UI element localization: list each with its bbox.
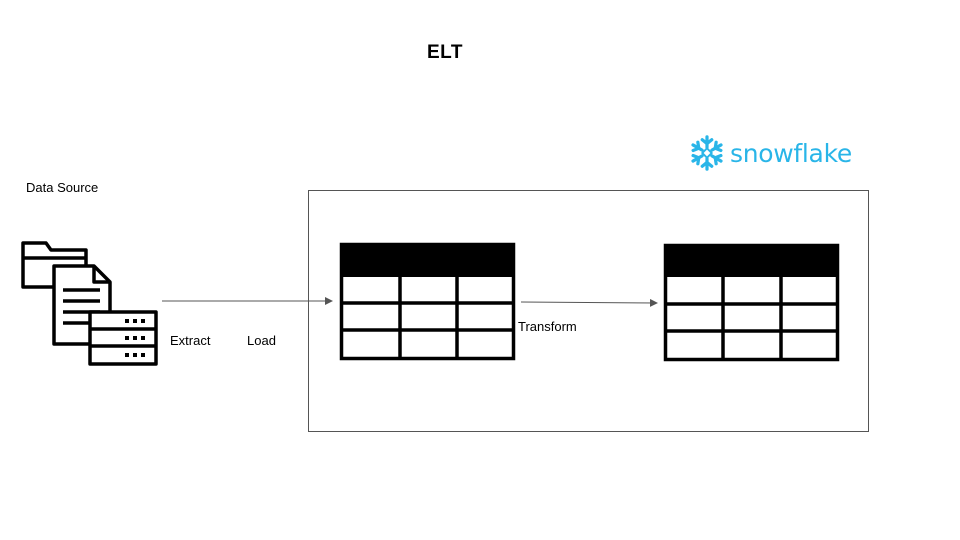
- extract-label: Extract: [170, 333, 211, 348]
- snowflake-icon: [689, 135, 725, 171]
- load-label: Load: [247, 333, 276, 348]
- transform-arrow: [520, 298, 658, 307]
- staging-table-icon: [339, 242, 516, 361]
- data-source-label: Data Source: [26, 180, 99, 195]
- snowflake-logo: snowflake: [688, 133, 852, 173]
- server-lights: [125, 319, 145, 357]
- diagram-title: ELT: [427, 42, 463, 63]
- transform-label: Transform: [518, 319, 577, 334]
- server-icon: [88, 310, 158, 366]
- transformed-table-icon: [663, 243, 840, 362]
- snowflake-wordmark: snowflake: [730, 138, 852, 168]
- warehouse-boundary: [308, 190, 869, 432]
